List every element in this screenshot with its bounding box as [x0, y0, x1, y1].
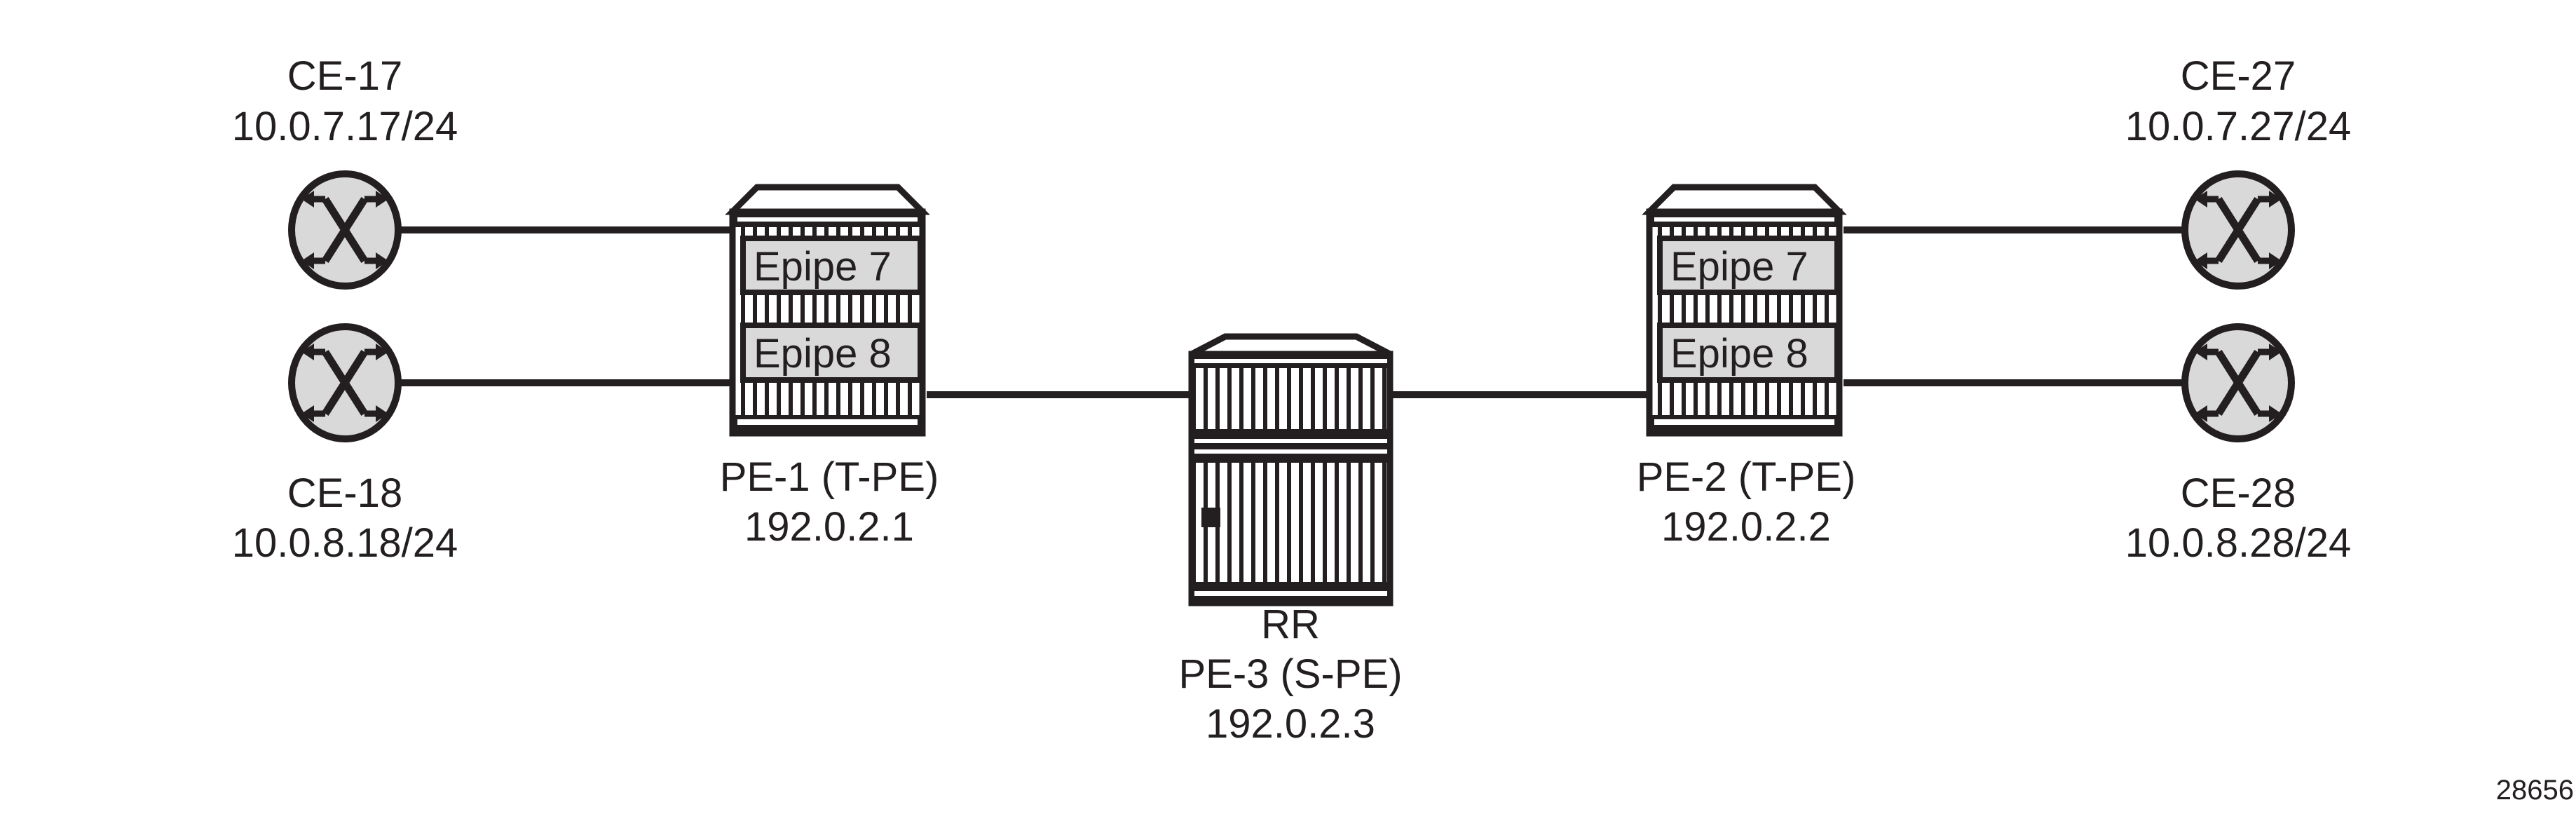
router-ce27[interactable]: CE-27 10.0.7.27/24	[2125, 53, 2352, 286]
router-icon	[292, 327, 398, 439]
service-epipe7[interactable]: Epipe 7	[1657, 236, 1840, 295]
pe3-name: PE-3 (S-PE)	[1178, 651, 1402, 697]
pe3-ip: 192.0.2.3	[1206, 701, 1375, 747]
service-label: Epipe 8	[754, 331, 892, 377]
router-ce28[interactable]: CE-28 10.0.8.28/24	[2125, 327, 2352, 566]
service-epipe8[interactable]: Epipe 8	[740, 323, 923, 383]
pe1-name: PE-1 (T-PE)	[720, 454, 939, 500]
chassis-icon	[1188, 333, 1393, 606]
service-epipe7[interactable]: Epipe 7	[740, 236, 923, 295]
ce17-name: CE-17	[287, 53, 402, 99]
service-label: Epipe 8	[1670, 331, 1808, 377]
pe2-name: PE-2 (T-PE)	[1637, 454, 1856, 500]
node-pe2[interactable]: Epipe 7 Epipe 8 PE-2 (T-PE) 192.0.2.2	[1637, 187, 1856, 550]
ce18-ip: 10.0.8.18/24	[232, 520, 458, 566]
router-icon	[292, 174, 398, 286]
service-label: Epipe 7	[754, 244, 892, 290]
ce18-name: CE-18	[287, 470, 402, 516]
router-icon	[2185, 327, 2291, 439]
service-epipe8[interactable]: Epipe 8	[1657, 323, 1840, 383]
ce27-name: CE-27	[2181, 53, 2296, 99]
ce17-ip: 10.0.7.17/24	[232, 104, 458, 149]
pe2-ip: 192.0.2.2	[1661, 504, 1831, 550]
pe1-ip: 192.0.2.1	[744, 504, 914, 550]
ce28-ip: 10.0.8.28/24	[2125, 520, 2352, 566]
ce28-name: CE-28	[2181, 470, 2296, 516]
router-icon	[2185, 174, 2291, 286]
service-label: Epipe 7	[1670, 244, 1808, 290]
router-ce18[interactable]: CE-18 10.0.8.18/24	[232, 327, 458, 566]
router-ce17[interactable]: CE-17 10.0.7.17/24	[232, 53, 458, 286]
pe3-role: RR	[1261, 602, 1320, 647]
node-pe1[interactable]: Epipe 7 Epipe 8 PE-1 (T-PE) 192.0.2.1	[720, 187, 939, 550]
ce27-ip: 10.0.7.27/24	[2125, 104, 2352, 149]
node-pe3[interactable]: RR PE-3 (S-PE) 192.0.2.3	[1178, 333, 1403, 747]
chassis-icon	[1649, 187, 1839, 433]
chassis-icon	[732, 187, 922, 433]
links	[398, 226, 2185, 398]
figure-id: 28656	[2496, 775, 2574, 806]
